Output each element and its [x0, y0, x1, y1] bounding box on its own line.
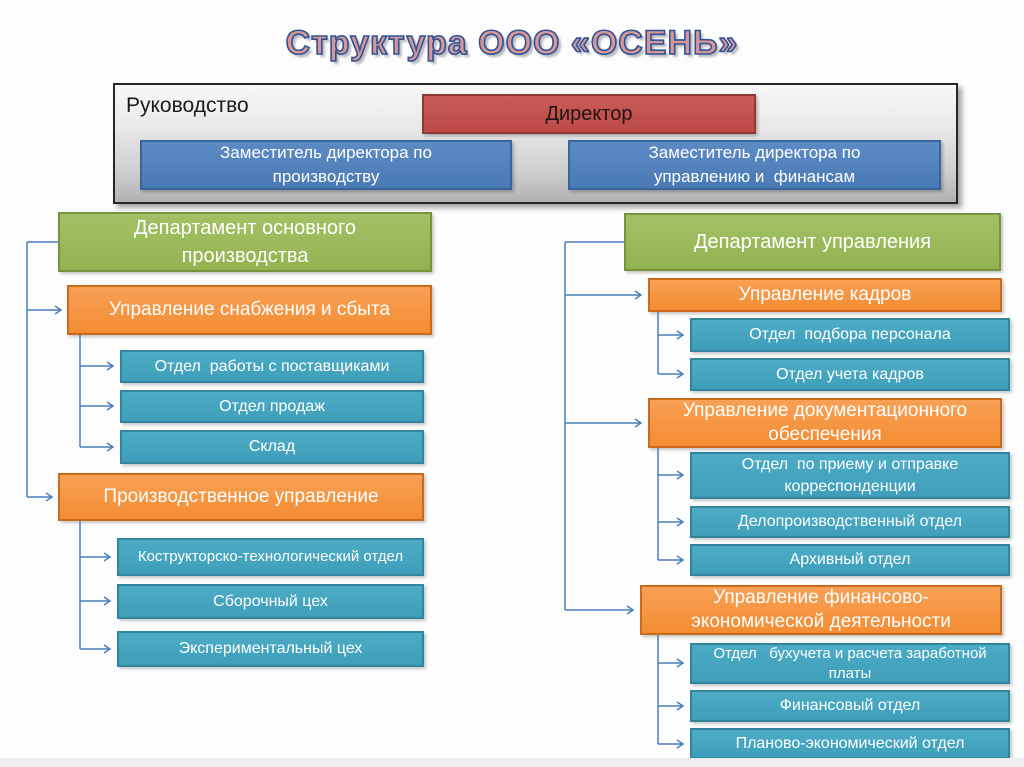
section-assembly-shop-node: Сборочный цех	[117, 584, 424, 619]
management-group-box: Руководство Директор Заместитель директо…	[113, 83, 958, 204]
section-hr-records-node: Отдел учета кадров	[690, 358, 1010, 391]
section-finance-node: Финансовый отдел	[690, 690, 1010, 722]
unit-hr-node: Управление кадров	[648, 278, 1002, 312]
section-clerical-node: Делопроизводственный отдел	[690, 506, 1010, 538]
section-design-tech-node: Кострукторско-технологический отдел	[117, 538, 424, 576]
department-main-production-node: Департамент основного производства	[58, 212, 432, 272]
director-node: Директор	[422, 94, 756, 134]
section-suppliers-node: Отдел работы с поставщиками	[120, 350, 424, 383]
management-group-label: Руководство	[126, 94, 249, 117]
unit-production-node: Производственное управление	[58, 473, 424, 521]
slide-title: Структура ООО «ОСЕНЬ»	[285, 23, 739, 63]
deputy-finance-node: Заместитель директора по управлению и фи…	[568, 140, 941, 190]
section-experimental-shop-node: Экспериментальный цех	[117, 631, 424, 667]
section-mail-node: Отдел по приему и отправке корреспонденц…	[690, 452, 1010, 499]
section-recruiting-node: Отдел подбора персонала	[690, 318, 1010, 352]
department-management-node: Департамент управления	[624, 213, 1001, 271]
section-planning-economics-node: Планово-экономический отдел	[690, 728, 1010, 759]
deputy-production-node: Заместитель директора по производству	[140, 140, 512, 190]
section-archive-node: Архивный отдел	[690, 544, 1010, 576]
unit-supply-sales-node: Управление снабжения и сбыта	[67, 285, 432, 335]
bottom-strip	[0, 758, 1024, 767]
section-warehouse-node: Склад	[120, 430, 424, 464]
section-accounting-payroll-node: Отдел бухучета и расчета заработной плат…	[690, 643, 1010, 684]
unit-finance-economics-node: Управление финансово- экономической деят…	[640, 585, 1002, 635]
section-sales-node: Отдел продаж	[120, 390, 424, 423]
unit-document-support-node: Управление документационного обеспечения	[648, 398, 1002, 448]
